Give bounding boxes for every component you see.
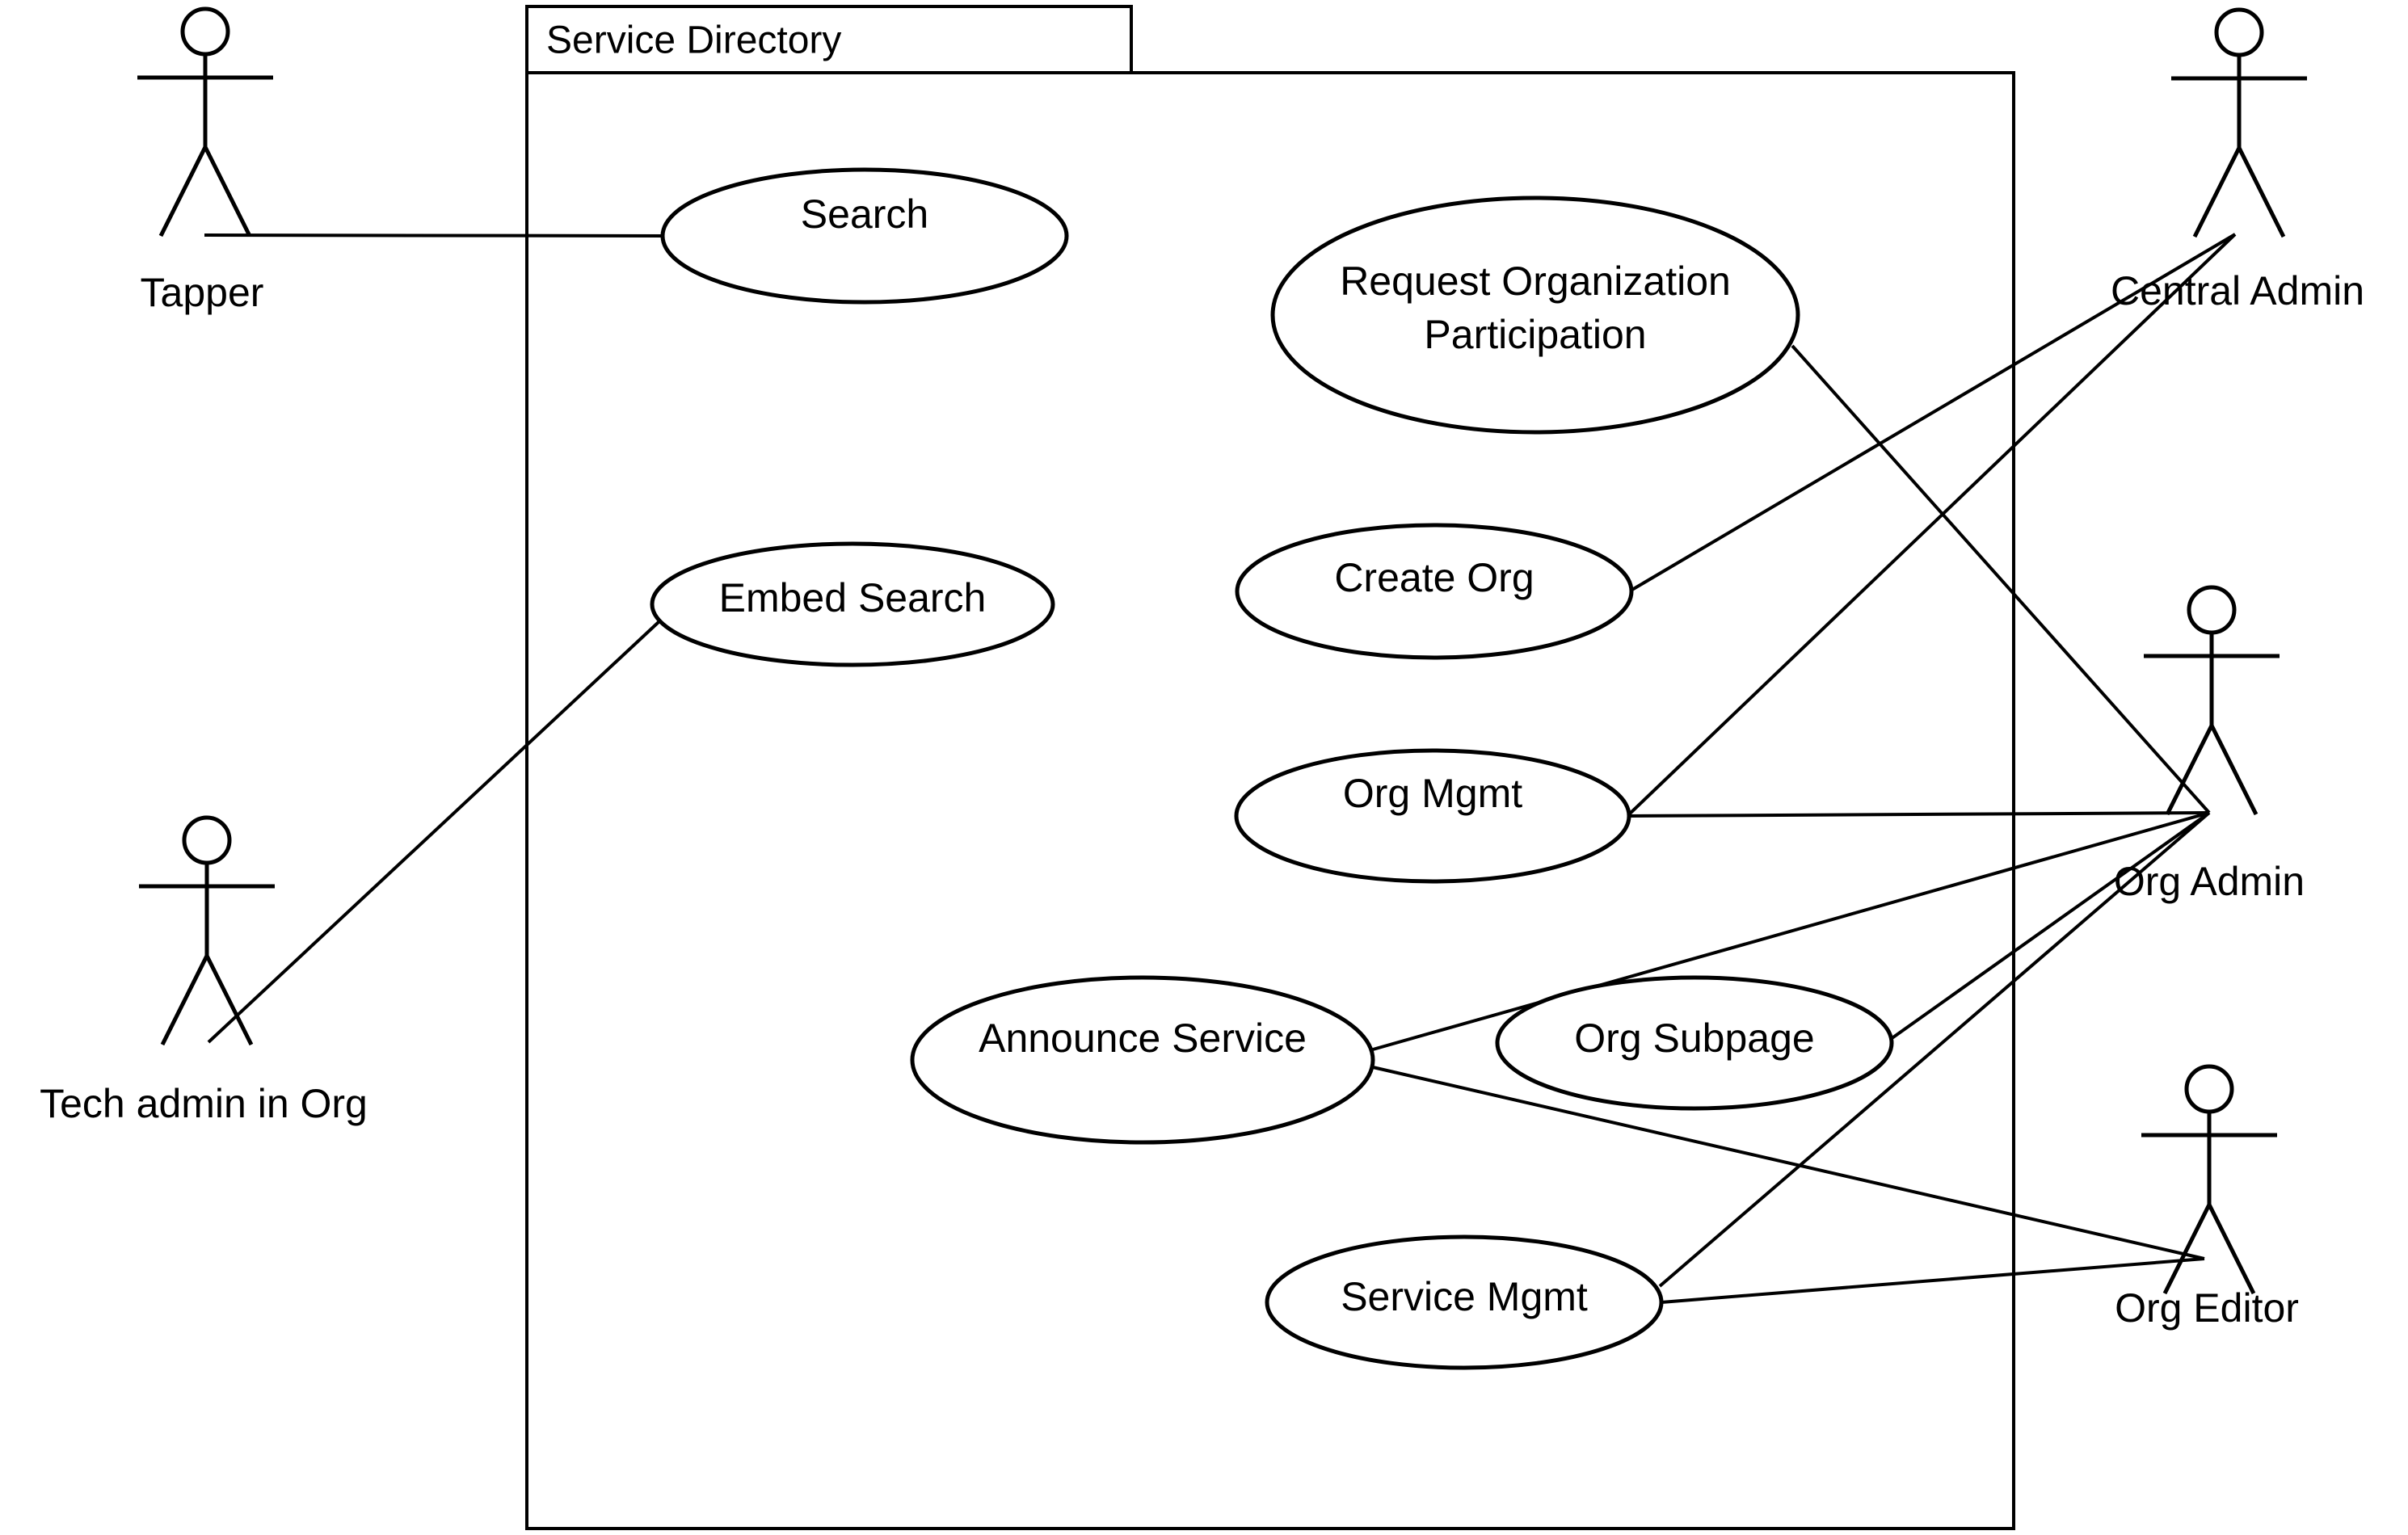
actor-tech-admin-head [182,815,232,865]
association-service-mgmt-org-editor [1661,1257,2205,1304]
actor-tapper [137,6,273,238]
usecase-label-org-subpage: Org Subpage [1574,1016,1814,1061]
usecase-ellipse-service-mgmt [1265,1234,1664,1370]
actor-org-editor-right-leg [2207,1203,2256,1295]
usecase-ellipse-org-subpage [1495,975,1894,1111]
association-org-subpage-org-admin [1889,811,2211,1041]
association-tapper-search [204,233,665,238]
actor-central-admin-left-leg [2192,146,2242,238]
actor-org-admin-left-leg [2165,724,2214,816]
actor-org-editor-head [2184,1064,2234,1114]
association-org-mgmt-central-admin [1627,233,2237,816]
actor-org-editor-left-leg [2162,1203,2212,1295]
usecase-label-request-org-participation: Request Organization [1340,259,1731,304]
association-tech-admin-embed-search [207,620,660,1044]
usecase-ellipse-announce-service [910,975,1375,1145]
actor-org-admin [2144,585,2280,816]
actor-central-admin-right-leg [2237,146,2286,238]
actor-tech-admin [139,815,275,1046]
association-request-org-participation-org-admin [1791,344,2211,814]
actor-tech-admin-label: Tech admin in Org [40,1081,368,1126]
usecase-ellipse-org-mgmt [1234,748,1631,884]
actor-org-admin-head [2187,585,2237,635]
system-boundary-title: Service Directory [546,19,841,62]
system-boundary-tab [525,5,1133,74]
association-service-mgmt-org-admin [1658,811,2211,1288]
usecase-label-service-mgmt: Service Mgmt [1341,1274,1588,1319]
usecase-ellipse-search [660,167,1069,305]
usecase-ellipse-request-org-participation [1270,196,1800,435]
usecase-label-announce-service: Announce Service [979,1016,1307,1061]
association-announce-service-org-editor [1372,1066,2205,1260]
actor-tech-admin-right-leg [204,954,254,1046]
usecase-label-create-org: Create Org [1334,555,1534,600]
actor-org-editor-label: Org Editor [2115,1285,2299,1331]
actor-central-admin-label: Central Admin [2111,268,2364,313]
actor-tapper-right-leg [203,145,252,238]
association-announce-service-org-admin [1372,811,2210,1051]
actor-tapper-label: Tapper [141,270,264,315]
association-create-org-central-admin [1629,233,2237,592]
usecase-ellipse-embed-search [650,541,1055,667]
actor-org-editor [2141,1064,2277,1295]
usecase-label-request-org-participation: Participation [1424,312,1646,357]
usecase-label-embed-search: Embed Search [719,575,987,620]
association-org-mgmt-org-admin [1628,811,2210,818]
usecase-label-search: Search [801,191,928,237]
actor-tapper-head [180,6,230,57]
actor-org-admin-label: Org Admin [2114,859,2305,904]
actor-tapper-left-leg [158,145,208,238]
actor-central-admin-head [2214,7,2264,57]
actor-central-admin [2171,7,2307,238]
usecase-label-org-mgmt: Org Mgmt [1343,771,1522,816]
actor-org-admin-right-leg [2209,724,2259,816]
usecase-ellipse-create-org [1235,523,1634,660]
actor-tech-admin-left-leg [160,954,209,1046]
